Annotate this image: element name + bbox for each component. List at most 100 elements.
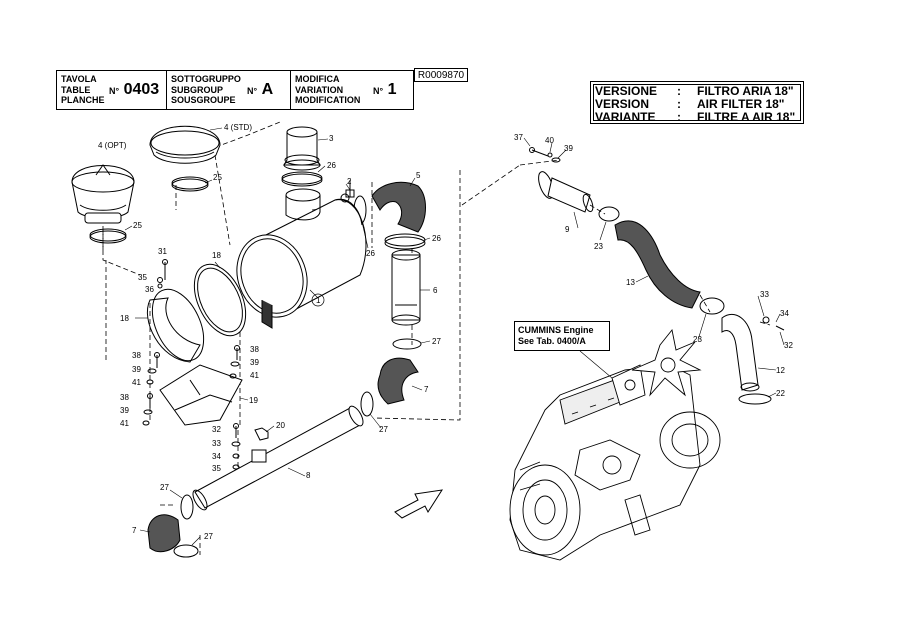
table-label-en: TABLE (61, 84, 91, 95)
callout-27-b: 27 (379, 425, 388, 434)
turbo-adapter-9 (538, 171, 594, 213)
version-sep-fr: : (677, 110, 681, 124)
inlet-adapter-3 (283, 126, 321, 171)
callout-27-d: 27 (204, 532, 213, 541)
callout-38-b: 38 (250, 345, 259, 354)
title-block: TAVOLA TABLE PLANCHE N° 0403 SOTTOGRUPPO… (56, 70, 414, 110)
reference-code: R0009870 (414, 68, 468, 82)
subgroup-no-label: N° (247, 86, 258, 96)
callout-26-c: 26 (366, 249, 375, 258)
version-value-fr: FILTRE A AIR 18" (697, 110, 796, 124)
version-sep-en: : (677, 97, 681, 111)
callout-9: 9 (565, 225, 570, 234)
version-box: VERSIONE: FILTRO ARIA 18" VERSION:AIR FIL… (590, 81, 804, 124)
fastener-stacks (142, 147, 785, 470)
callout-40: 40 (545, 136, 554, 145)
callout-7-b: 7 (132, 526, 137, 535)
callout-35-a: 35 (138, 273, 147, 282)
rain-cap-std (149, 125, 221, 164)
callout-25-a: 25 (213, 173, 222, 182)
hose-elbow-5 (371, 181, 426, 233)
cummins-engine (509, 328, 721, 561)
version-value-it: FILTRO ARIA 18" (697, 84, 794, 98)
table-cell: TAVOLA TABLE PLANCHE N° 0403 (57, 71, 167, 109)
hose-13 (614, 220, 701, 309)
callout-36: 36 (145, 285, 154, 294)
callout-4-opt: 4 (OPT) (98, 141, 127, 150)
hose-clamps (89, 171, 772, 558)
version-key-en: VERSION (595, 97, 650, 111)
hose-elbow-7-lower (147, 514, 181, 553)
part-callouts: 4 (OPT) 4 (STD) 3 25 25 26 26 26 2 5 1 3… (98, 123, 793, 541)
callout-38-a: 38 (132, 351, 141, 360)
callout-31: 31 (158, 247, 167, 256)
callout-23-a: 23 (594, 242, 603, 251)
pipe-8 (192, 405, 364, 511)
callout-13: 13 (626, 278, 635, 287)
engine-note-line2: See Tab. 0400/A (518, 336, 586, 346)
version-row-it: VERSIONE: FILTRO ARIA 18" (595, 84, 794, 98)
callout-33-a: 33 (212, 439, 221, 448)
callout-33-b: 33 (760, 290, 769, 299)
callout-41-a: 41 (132, 378, 141, 387)
callout-34-a: 34 (212, 452, 221, 461)
version-row-fr: VARIANTE: FILTRE A AIR 18" (595, 110, 795, 124)
callout-26-a: 26 (327, 161, 336, 170)
modification-label-fr: MODIFICATION (295, 95, 361, 105)
callout-27-c: 27 (160, 483, 169, 492)
callout-37: 37 (514, 133, 523, 142)
callout-23-b: 23 (693, 335, 702, 344)
subgroup-label-en: SUBGROUP (171, 84, 224, 95)
callout-39-a: 39 (132, 365, 141, 374)
table-label-it: TAVOLA (61, 74, 97, 84)
version-key-it: VERSIONE (595, 84, 658, 98)
version-key-fr: VARIANTE (595, 110, 656, 124)
version-row-en: VERSION:AIR FILTER 18" (595, 97, 784, 111)
table-label-stack: TAVOLA TABLE PLANCHE (61, 74, 105, 106)
callout-38-c: 38 (120, 393, 129, 402)
callout-39-b: 39 (250, 358, 259, 367)
callout-20: 20 (276, 421, 285, 430)
clip-20 (254, 427, 269, 441)
callout-32-b: 32 (784, 341, 793, 350)
sleeve-6 (391, 249, 421, 326)
callout-22: 22 (776, 389, 785, 398)
subgroup-cell: SOTTOGRUPPO SUBGROUP SOUSGROUPE N° A (167, 71, 291, 109)
subgroup-label-it: SOTTOGRUPPO (171, 74, 241, 84)
callout-6: 6 (433, 286, 438, 295)
callout-5: 5 (416, 171, 421, 180)
leader-lines (124, 127, 785, 546)
callout-39-d: 39 (564, 144, 573, 153)
callout-1: 1 (316, 296, 321, 305)
callout-1-circle (311, 293, 325, 307)
mounting-bands-18 (146, 263, 247, 363)
engine-note-line1: CUMMINS Engine (518, 325, 594, 335)
callout-2: 2 (347, 177, 352, 186)
table-number: N° 0403 (109, 81, 159, 99)
subgroup-number: N° A (247, 81, 273, 99)
callout-25-b: 25 (133, 221, 142, 230)
subgroup-label-fr: SOUSGROUPE (171, 95, 236, 105)
table-label-fr: PLANCHE (61, 95, 105, 105)
version-sep-it: : (677, 84, 681, 98)
version-box-inner (593, 84, 801, 121)
table-value: 0403 (123, 81, 160, 98)
callout-8: 8 (306, 471, 311, 480)
modification-value: 1 (387, 81, 397, 98)
callout-32-a: 32 (212, 425, 221, 434)
subgroup-label-stack: SOTTOGRUPPO SUBGROUP SOUSGROUPE (171, 74, 241, 106)
callout-18-a: 18 (212, 251, 221, 260)
callout-26-b: 26 (432, 234, 441, 243)
callout-39-c: 39 (120, 406, 129, 415)
callout-4-std: 4 (STD) (224, 123, 252, 132)
assembly-dashed-lines (102, 121, 771, 555)
callout-41-b: 41 (250, 371, 259, 380)
callout-35-b: 35 (212, 464, 221, 473)
callout-12: 12 (776, 366, 785, 375)
elbow-pipe-12 (721, 313, 760, 392)
callout-3: 3 (329, 134, 334, 143)
modification-label-en: VARIATION (295, 84, 344, 95)
modification-label-stack: MODIFICA VARIATION MODIFICATION (295, 74, 360, 106)
hose-elbow-7-upper (377, 357, 419, 405)
